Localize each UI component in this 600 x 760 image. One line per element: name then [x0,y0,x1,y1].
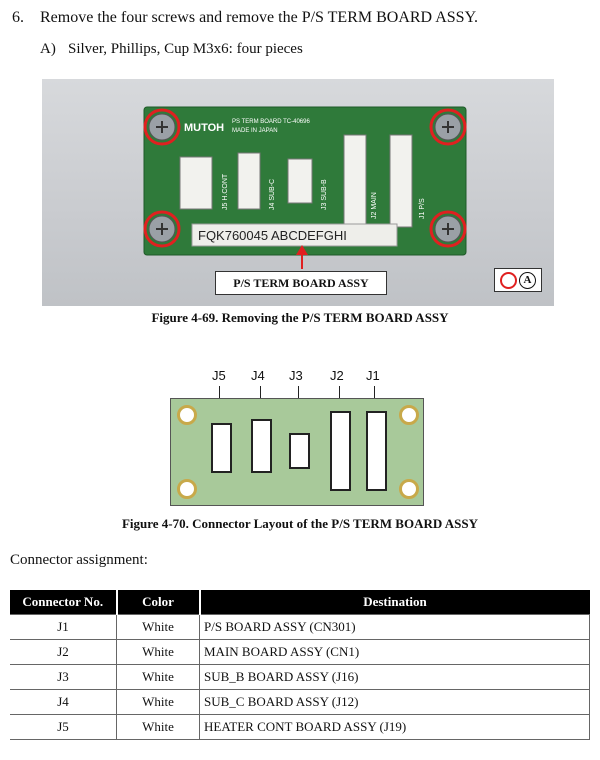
cell-connector: J1 [10,614,117,640]
table-header-row: Connector No. Color Destination [10,590,590,615]
board-print: PS TERM BOARD TC-40696 [232,119,310,125]
cell-connector: J5 [10,714,117,740]
brand-logo: MUTOH [184,122,224,134]
cell-connector: J4 [10,689,117,715]
label-j3: J3 [289,368,303,383]
cell-color: White [116,714,200,740]
label-j4: J4 [251,368,265,383]
connector-j4 [237,152,261,210]
diagram-board [170,398,424,506]
silk-j2: J2 MAIN [371,192,378,219]
header-color: Color [116,590,201,615]
callout-label: P/S TERM BOARD ASSY [215,271,387,295]
diagram-connector-j2 [330,411,351,491]
screw-icon [143,108,181,146]
label-j2: J2 [330,368,344,383]
cell-destination: P/S BOARD ASSY (CN301) [199,614,590,640]
screw-icon [143,210,181,248]
mounting-hole-icon [399,479,419,499]
connector-j3 [287,158,313,204]
serial-sticker [191,223,398,247]
diagram-connector-j1 [366,411,387,491]
table-row: J1 White P/S BOARD ASSY (CN301) [10,614,590,640]
cell-connector: J3 [10,664,117,690]
serial-text: FQK760045 ABCDEFGHI [198,228,347,243]
screw-icon [429,108,467,146]
cell-color: White [116,614,200,640]
substep-label: A) [40,41,56,57]
cell-destination: HEATER CONT BOARD ASSY (J19) [199,714,590,740]
marker-letter: A [519,272,536,289]
substep-instruction: A) Silver, Phillips, Cup M3x6: four piece… [40,41,303,58]
table-row: J2 White MAIN BOARD ASSY (CN1) [10,639,590,665]
step-instruction: 6. Remove the four screws and remove the … [12,9,478,27]
connector-table: Connector No. Color Destination J1 White… [10,590,590,740]
connector-layout-diagram: J5 J4 J3 J2 J1 [170,368,426,506]
cell-color: White [116,689,200,715]
silk-j3: J3 SUB-B [321,179,328,210]
step-text: Remove the four screws and remove the P/… [40,9,479,26]
diagram-connector-j5 [211,423,232,473]
mounting-hole-icon [177,405,197,425]
label-j5: J5 [212,368,226,383]
silk-j4: J4 SUB-C [269,179,276,210]
connector-j2 [343,134,367,228]
cell-destination: SUB_C BOARD ASSY (J12) [199,689,590,715]
cell-destination: SUB_B BOARD ASSY (J16) [199,664,590,690]
figure-caption-4-69: Figure 4-69. Removing the P/S TERM BOARD… [151,310,449,325]
silk-j5: J5 H.CONT [222,173,229,210]
board-photo-illustration: MUTOH PS TERM BOARD TC-40696 MADE IN JAP… [143,106,467,269]
made-in: MADE IN JAPAN [232,128,278,134]
label-j1: J1 [366,368,380,383]
diagram-connector-j4 [251,419,272,473]
view-marker: A [494,268,542,292]
connector-j5 [179,156,213,210]
cell-color: White [116,664,200,690]
red-circle-icon [500,272,517,289]
header-destination: Destination [199,590,590,615]
board-photo: MUTOH PS TERM BOARD TC-40696 MADE IN JAP… [42,79,554,306]
figure-caption-4-70: Figure 4-70. Connector Layout of the P/S… [121,516,479,531]
substep-text: Silver, Phillips, Cup M3x6: four pieces [68,41,303,57]
assignment-heading: Connector assignment: [10,552,148,568]
mounting-hole-icon [177,479,197,499]
table-row: J4 White SUB_C BOARD ASSY (J12) [10,689,590,715]
table-row: J5 White HEATER CONT BOARD ASSY (J19) [10,714,590,740]
cell-connector: J2 [10,639,117,665]
cell-color: White [116,639,200,665]
header-connector-no: Connector No. [10,590,118,615]
silk-j1: J1 P/S [419,198,426,219]
table-row: J3 White SUB_B BOARD ASSY (J16) [10,664,590,690]
step-number: 6. [12,9,24,26]
mounting-hole-icon [399,405,419,425]
diagram-connector-j3 [289,433,310,469]
screw-icon [429,210,467,248]
arrow-up-icon [296,245,308,255]
connector-j1 [389,134,413,228]
cell-destination: MAIN BOARD ASSY (CN1) [199,639,590,665]
